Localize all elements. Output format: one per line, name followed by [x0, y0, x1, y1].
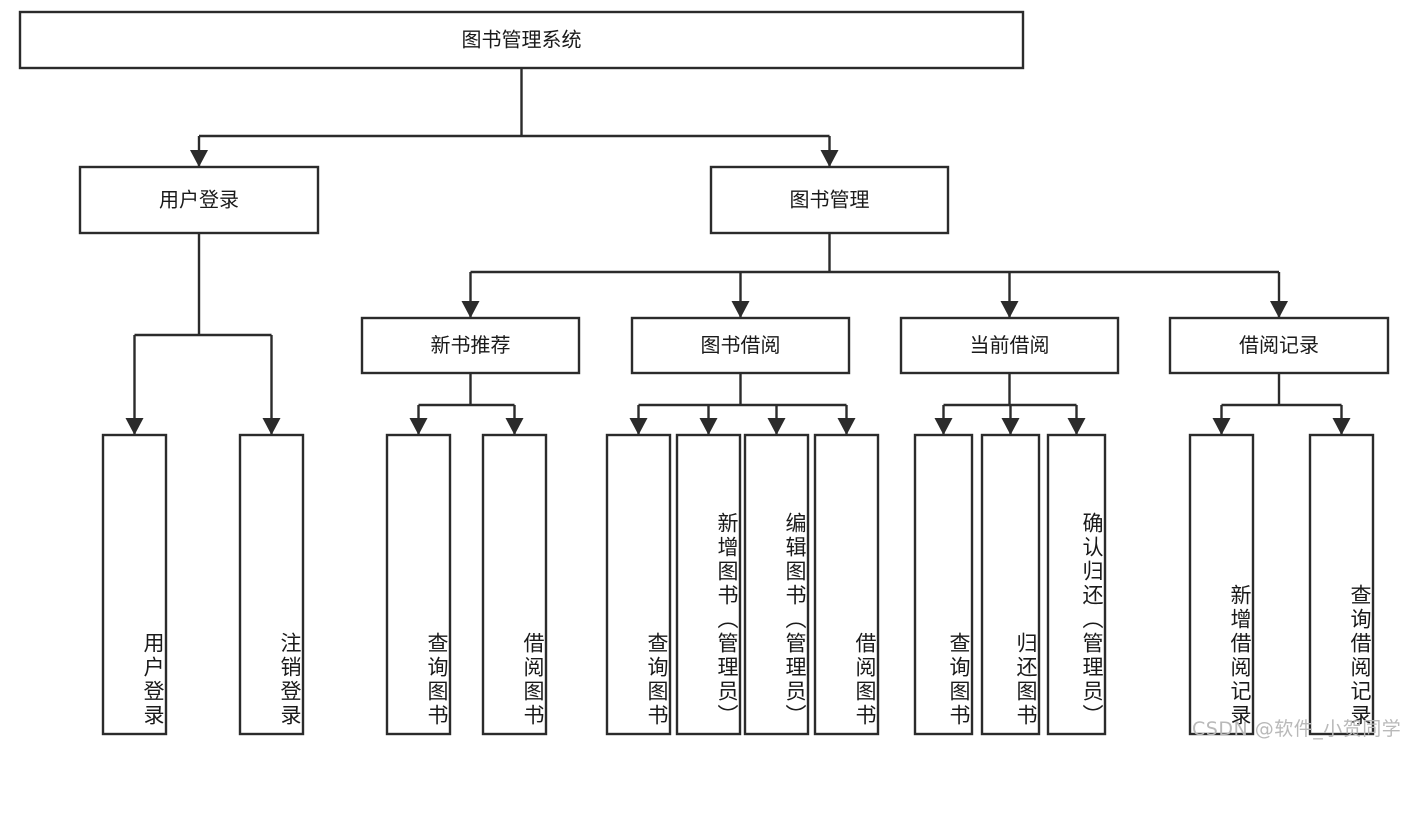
node-box-layer	[18, 10, 1390, 736]
node-leaf-box-10[interactable]	[1046, 433, 1107, 736]
node-leaf-box-12[interactable]	[1308, 433, 1375, 736]
node-level3-box-1[interactable]	[630, 316, 851, 375]
arrow-head-icon	[731, 301, 750, 318]
node-level3-box-0[interactable]	[360, 316, 581, 375]
arrow-head-icon	[1001, 418, 1020, 435]
node-leaf-box-3[interactable]	[481, 433, 548, 736]
node-level3-label-2: 当前借阅	[970, 333, 1050, 357]
node-level2-label-1: 图书管理	[790, 188, 870, 212]
node-level2-box-1[interactable]	[709, 165, 950, 235]
node-leaf-box-7[interactable]	[813, 433, 880, 736]
arrow-head-icon	[820, 150, 839, 167]
arrow-head-icon	[190, 150, 208, 167]
node-leaf-box-9[interactable]	[980, 433, 1041, 736]
arrow-head-icon	[1332, 418, 1351, 435]
node-level3-label-3: 借阅记录	[1239, 333, 1319, 357]
arrow-head-icon	[699, 418, 718, 435]
arrow-head-icon	[1000, 301, 1019, 318]
arrow-head-icon	[262, 418, 281, 435]
node-leaf-box-11[interactable]	[1188, 433, 1255, 736]
connector-layer	[125, 68, 1351, 435]
arrow-head-icon	[409, 418, 428, 435]
node-level3-label-1: 图书借阅	[701, 333, 781, 357]
node-level3-box-3[interactable]	[1168, 316, 1390, 375]
arrow-head-icon	[125, 418, 144, 435]
node-leaf-box-2[interactable]	[385, 433, 452, 736]
node-leaf-box-6[interactable]	[743, 433, 810, 736]
node-level3-box-2[interactable]	[899, 316, 1120, 375]
node-leaf-box-4[interactable]	[605, 433, 672, 736]
node-leaf-box-5[interactable]	[675, 433, 742, 736]
arrow-head-icon	[1270, 301, 1288, 318]
arrow-head-icon	[461, 301, 480, 318]
diagram-canvas: 图书管理系统用户登录图书管理新书推荐图书借阅当前借阅借阅记录 用户登录注销登录查…	[18, 10, 1402, 740]
arrow-head-icon	[505, 418, 524, 435]
arrow-head-icon	[1067, 418, 1086, 435]
node-level2-label-0: 用户登录	[159, 188, 239, 212]
node-root-box[interactable]	[18, 10, 1025, 70]
arrow-head-icon	[629, 418, 648, 435]
node-root-label: 图书管理系统	[462, 28, 582, 52]
csdn-watermark: CSDN @软件_小贺同学	[1192, 718, 1402, 740]
arrow-head-icon	[934, 418, 953, 435]
arrow-head-icon	[1212, 418, 1231, 435]
node-leaf-box-0[interactable]	[101, 433, 168, 736]
node-leaf-box-1[interactable]	[238, 433, 305, 736]
node-leaf-box-8[interactable]	[913, 433, 974, 736]
arrow-head-icon	[767, 418, 786, 435]
node-level2-box-0[interactable]	[78, 165, 320, 235]
arrow-head-icon	[837, 418, 856, 435]
node-level3-label-0: 新书推荐	[431, 333, 511, 357]
